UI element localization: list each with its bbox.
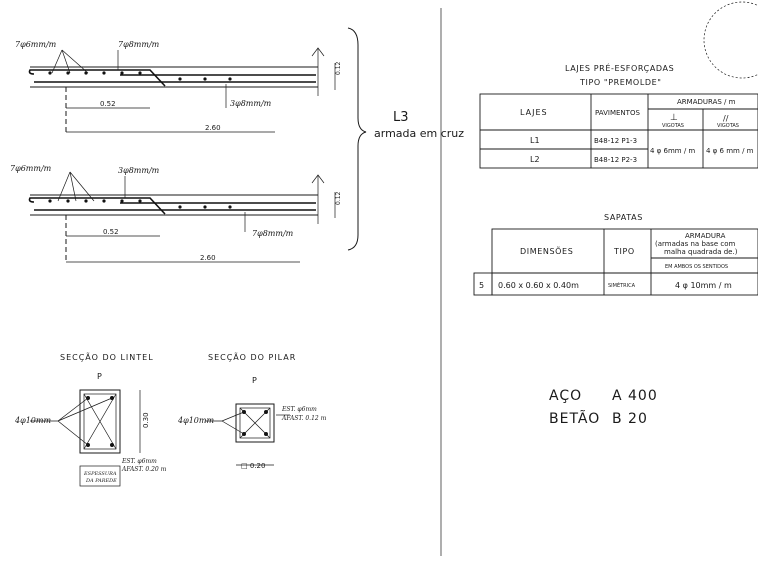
sapatas-row-index: 5	[479, 281, 484, 290]
pillar-section: SECÇÃO DO PILAR P 4φ10mm EST. φ6mm AFAST…	[177, 352, 327, 470]
material-label: BETÃO	[549, 410, 600, 427]
pillar-section-title: SECÇÃO DO PILAR	[208, 352, 296, 362]
slab-span-short-label: 0.52	[103, 228, 119, 236]
lajes-table-title: LAJES PRÉ-ESFORÇADAS	[565, 62, 674, 73]
slab-group-brace: L3 armada em cruz	[347, 27, 464, 251]
slab-span-long-label: 2.60	[200, 254, 216, 262]
lajes-header-lajes: LAJES	[520, 108, 548, 117]
sapatas-row-dimensoes: 0.60 x 0.60 x 0.40m	[498, 281, 579, 290]
sapatas-header-armadura-note: (armadas na base com	[655, 240, 735, 248]
material-value: A 400	[612, 388, 658, 404]
lintel-section-title: SECÇÃO DO LINTEL	[60, 352, 154, 362]
slab-span-short-label: 0.52	[100, 100, 116, 108]
lajes-row-laje: L2	[530, 155, 540, 164]
lajes-row-pavimentos: B48-12 P2-3	[594, 156, 637, 164]
materials-list: AÇO A 400 BETÃO B 20	[549, 388, 658, 427]
sapatas-row-tipo: SIMÉTRICA	[608, 281, 636, 289]
lajes-table: LAJES PRÉ-ESFORÇADAS TIPO "PREMOLDE" LAJ…	[479, 62, 758, 169]
sapatas-table: SAPATAS DIMENSÕES TIPO ARMADURA (armadas…	[473, 213, 758, 296]
lajes-header-perp: ⊥	[670, 113, 678, 123]
sapatas-table-title: SAPATAS	[604, 213, 643, 222]
lajes-armadura-par: 4 φ 6 mm / m	[706, 147, 754, 155]
lintel-top-label: P	[97, 372, 102, 381]
sapatas-header-armadura-note-2: malha quadrada de.)	[664, 248, 738, 256]
slab-detail-bottom: 7φ6mm/m 3φ8mm/m 7φ8mm/m 0.12 0.52 2.60	[10, 164, 342, 263]
sapatas-header-armadura: ARMADURA	[685, 232, 726, 240]
pillar-top-label: P	[252, 376, 257, 385]
lajes-table-subtitle: TIPO "PREMOLDE"	[579, 78, 662, 87]
pillar-bars-label: 4φ10mm	[177, 416, 214, 425]
sapatas-header-dimensoes: DIMENSÕES	[520, 245, 573, 256]
slab-top-bars2-label: 3φ8mm/m	[118, 166, 160, 175]
stamp-seal	[703, 1, 758, 79]
material-label: AÇO	[549, 388, 582, 404]
lajes-header-armaduras: ARMADURAS / m	[677, 98, 736, 106]
lajes-header-vigotas-2: VIGOTAS	[717, 123, 739, 129]
lintel-width-note-2: DA PAREDE	[85, 478, 117, 484]
sapatas-header-tipo: TIPO	[613, 247, 635, 256]
lintel-stirrup-spacing-label: AFAST. 0.20 m	[121, 466, 167, 473]
lajes-header-pavimentos: PAVIMENTOS	[595, 109, 640, 117]
pillar-size-label: □ 0.20	[241, 462, 265, 470]
slab-depth-label: 0.12	[335, 191, 342, 205]
sapatas-header-sentidos: EM AMBOS OS SENTIDOS	[665, 264, 728, 270]
lintel-bars-label: 4φ10mm	[14, 416, 51, 425]
sapatas-row-armadura: 4 φ 10mm / m	[675, 281, 732, 290]
lajes-header-vigotas-1: VIGOTAS	[662, 123, 684, 129]
slab-group-caption: armada em cruz	[374, 127, 464, 140]
material-value: B 20	[612, 411, 648, 427]
slab-span-long-label: 2.60	[205, 124, 221, 132]
slab-group-label: L3	[393, 110, 409, 125]
slab-bottom-bars-label: 7φ8mm/m	[252, 229, 294, 238]
lajes-header-par: //	[723, 114, 729, 123]
slab-bottom-bars-label: 3φ8mm/m	[230, 99, 272, 108]
lintel-height-label: 0.30	[142, 412, 150, 428]
lajes-armadura-perp: 4 φ 6mm / m	[650, 147, 695, 155]
slab-top-bars-label: 7φ6mm/m	[15, 40, 57, 49]
lajes-row-laje: L1	[530, 136, 540, 145]
lintel-section: SECÇÃO DO LINTEL P 4φ10mm 0.30 EST. φ6mm…	[14, 352, 167, 487]
lintel-stirrups-label: EST. φ6mm	[121, 458, 157, 465]
lajes-row-pavimentos: B48-12 P1-3	[594, 137, 637, 145]
slab-detail-top: 7φ6mm/m 7φ8mm/m 3φ8mm/m 0.12 0.52 2.60	[15, 40, 342, 135]
pillar-stirrup-spacing-label: AFAST. 0.12 m	[281, 415, 327, 422]
slab-top-bars-label: 7φ6mm/m	[10, 164, 52, 173]
slab-depth-label: 0.12	[335, 61, 342, 75]
lintel-width-note-1: ESPESSURA	[83, 471, 117, 477]
pillar-stirrups-label: EST. φ6mm	[281, 406, 317, 413]
slab-top-bars2-label: 7φ8mm/m	[118, 40, 160, 49]
